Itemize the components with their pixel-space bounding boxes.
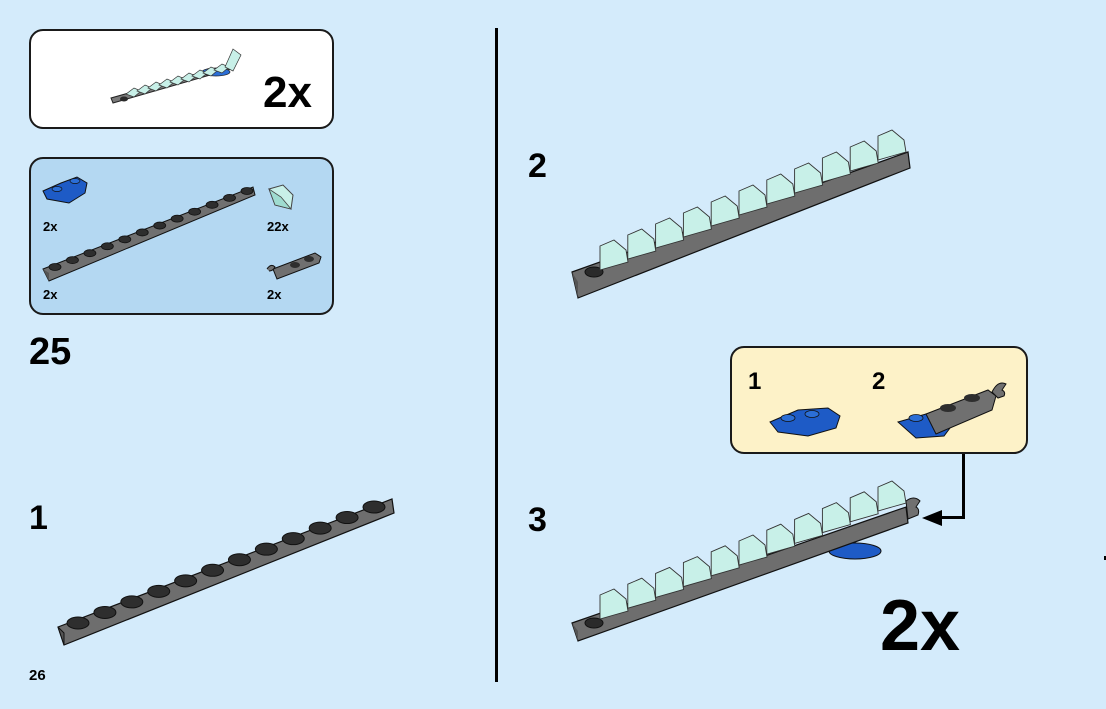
trans-slope-brick (655, 566, 685, 598)
stud (205, 200, 219, 209)
trans-slope-brick (682, 556, 712, 588)
stud (308, 521, 332, 535)
blue-slope-pair-icon (769, 407, 841, 437)
wing-assembly-step-3 (571, 480, 921, 642)
stud (170, 214, 184, 223)
substep-2-label: 2 (528, 147, 547, 185)
trans-slope-brick (599, 588, 629, 620)
stud (66, 616, 90, 630)
parts-list: 2x 22x 2x 2x (29, 157, 334, 315)
stud (281, 532, 305, 546)
stud (254, 542, 278, 556)
stud (118, 235, 132, 244)
arrow-head-icon (922, 510, 942, 526)
page-edge-mark (1104, 556, 1106, 560)
finished-wing-assembly-icon (110, 48, 242, 104)
submodel-multiplier: 2x (263, 68, 312, 117)
trans-slope-brick (738, 184, 768, 216)
gray-1x12-plate-step-1 (57, 498, 395, 646)
trans-slope-brick (794, 162, 824, 194)
trans-slope-brick (821, 502, 851, 534)
stud (240, 187, 254, 195)
trans-slope-brick (849, 491, 879, 523)
gray-plate-with-clip-icon (266, 252, 322, 280)
trans-slope-brick (766, 173, 796, 205)
step-number: 25 (29, 331, 72, 373)
trans-slope-brick (682, 206, 712, 238)
gray-1x12-plate-icon (42, 186, 256, 282)
parts-qty-blue-slope: 2x (43, 219, 58, 234)
blue-slope-with-clip-plate-icon (896, 382, 1007, 439)
column-divider (495, 28, 498, 682)
stud (93, 605, 117, 619)
callout-step-2-label: 2 (872, 368, 886, 395)
trans-slope-brick (877, 129, 907, 161)
trans-slope-brick (766, 523, 796, 555)
substep-3-multiplier: 2x (880, 586, 961, 666)
stud (83, 249, 97, 258)
parts-qty-trans-slope: 22x (267, 219, 289, 234)
substep-1-label: 1 (29, 499, 48, 537)
callout-arrow-stem (962, 454, 965, 518)
stud (120, 595, 144, 609)
callout-box: 1 2 (730, 346, 1028, 454)
trans-slope-brick (599, 239, 629, 271)
trans-slope-brick (627, 228, 657, 260)
page-number: 26 (29, 667, 46, 684)
stud (223, 194, 236, 202)
callout-arrow-horizontal (938, 516, 965, 519)
blue-inverted-slope-plate-icon (42, 176, 88, 204)
trans-slope-brick (710, 195, 740, 227)
stud (135, 228, 149, 237)
trans-slope-brick (655, 217, 685, 249)
stud (48, 263, 62, 271)
stud (201, 563, 225, 577)
stud (362, 500, 386, 514)
stud (227, 553, 251, 567)
stud (153, 221, 167, 230)
stud (100, 242, 114, 251)
submodel-box: 2x (29, 29, 334, 129)
stud (66, 256, 79, 264)
stud (147, 584, 171, 598)
trans-slope-brick (849, 140, 879, 172)
trans-aqua-slope-icon (268, 184, 294, 210)
callout-step-1-label: 1 (748, 368, 762, 395)
stud (335, 511, 359, 525)
parts-qty-gray-plate: 2x (43, 287, 58, 302)
parts-qty-clip-plate: 2x (267, 287, 282, 302)
trans-slope-brick (821, 151, 851, 183)
trans-slope-brick (877, 480, 907, 512)
trans-slope-brick (710, 545, 740, 577)
wing-assembly-step-2 (571, 129, 911, 299)
trans-slope-brick (738, 534, 768, 566)
trans-slope-brick (794, 512, 824, 544)
stud (188, 207, 202, 216)
stud (174, 574, 198, 588)
trans-slope-brick (627, 577, 657, 609)
substep-3-label: 3 (528, 501, 547, 539)
